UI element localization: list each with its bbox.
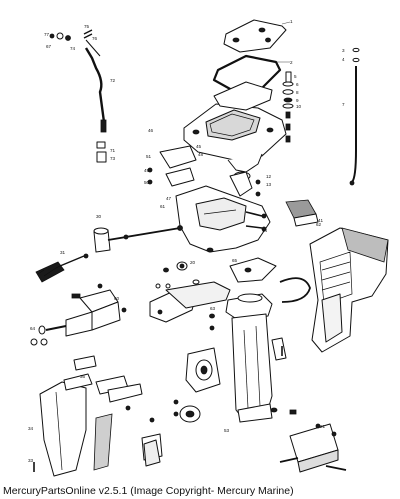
driveshaft-housing-drawing [225,293,287,423]
fastener-stack-drawing [282,71,294,143]
label-bolt-b: 46 [148,128,154,133]
water-pump-drawing [173,346,283,423]
label-bolt-e: 33 [28,458,34,463]
upper-housing-drawing [183,81,287,181]
label-pin-b: 74 [70,46,76,51]
lower-cover-drawing [33,355,143,477]
label-washer-f: 77 [44,32,50,37]
cover-plate-drawing [223,19,291,53]
pad-drawing [285,199,319,227]
shift-lever-drawing [49,29,107,163]
label-link-a: 48 [198,152,204,157]
label-pin-c: 75 [84,24,90,29]
label-bolt-a: 9 [296,98,299,103]
label-screw-f: 76 [92,36,98,41]
center-fasteners-drawing [97,261,200,289]
label-screw-e: 63 [210,306,216,311]
label-cover-plate: 1 [290,19,293,24]
transom-bracket-drawing [309,227,389,353]
label-handle-grip: 31 [60,250,66,255]
label-washer-b: 4 [342,57,345,62]
clamp-link-drawing [149,281,231,331]
label-bushing-a: 36 [80,374,86,379]
label-spring-a: 10 [296,104,302,109]
callout-labels: 1 2 3 4 5 6 7 8 9 10 12 13 14 20 21 30 3… [28,19,345,463]
label-washer-e: 64 [30,326,36,331]
label-bolt-d: 49 [144,168,150,173]
label-clip-b: 67 [46,44,52,49]
lower-fittings-drawing [125,405,163,467]
stern-plate-drawing [229,257,311,303]
label-clip-a: 65 [232,258,238,263]
label-screw-b: 50 [144,180,150,185]
copyright-caption: MercuryPartsOnline v2.5.1 (Image Copyrig… [3,485,294,497]
lower-bracket-drawing [270,407,347,473]
label-bolt-c: 47 [166,196,172,201]
label-plate-a: 51 [146,154,152,159]
label-washer-d: 13 [266,182,272,187]
label-clamp-bracket: 60 [114,296,120,301]
label-grommet: 20 [190,260,196,265]
swivel-bracket-drawing [175,171,271,253]
label-gasket: 2 [290,60,293,65]
label-pad-a: 62 [316,222,322,227]
label-screw-d: 61 [160,204,166,209]
label-cover-small: 45 [196,144,202,149]
label-screw-a: 12 [266,174,272,179]
clamp-screw-drawing [30,289,127,346]
label-pin-a: 21 [320,424,326,429]
label-rod-a: 72 [110,78,116,83]
label-stud: 5 [294,74,297,79]
swivel-bolts-drawing [245,179,267,232]
label-clamp-a: 71 [110,148,116,153]
label-swivel-bracket: 14 [262,228,268,233]
label-screw-c: 53 [224,428,230,433]
label-handle-arm: 34 [28,426,34,431]
label-nut-a: 8 [296,90,299,95]
tilt-tube-drawing [35,225,183,283]
shift-rod-drawing [349,47,360,186]
gasket-drawing [212,54,290,92]
label-washer-a: 3 [342,48,345,53]
label-bushing-b: 73 [110,156,116,161]
label-bracket-b: 41 [318,218,324,223]
exploded-parts-diagram: 1 2 3 4 5 6 7 8 9 10 12 13 14 20 21 30 3… [28,19,389,477]
label-shift-rod: 7 [342,102,345,107]
label-washer-c: 6 [296,82,299,87]
label-tilt-tube: 30 [96,214,102,219]
